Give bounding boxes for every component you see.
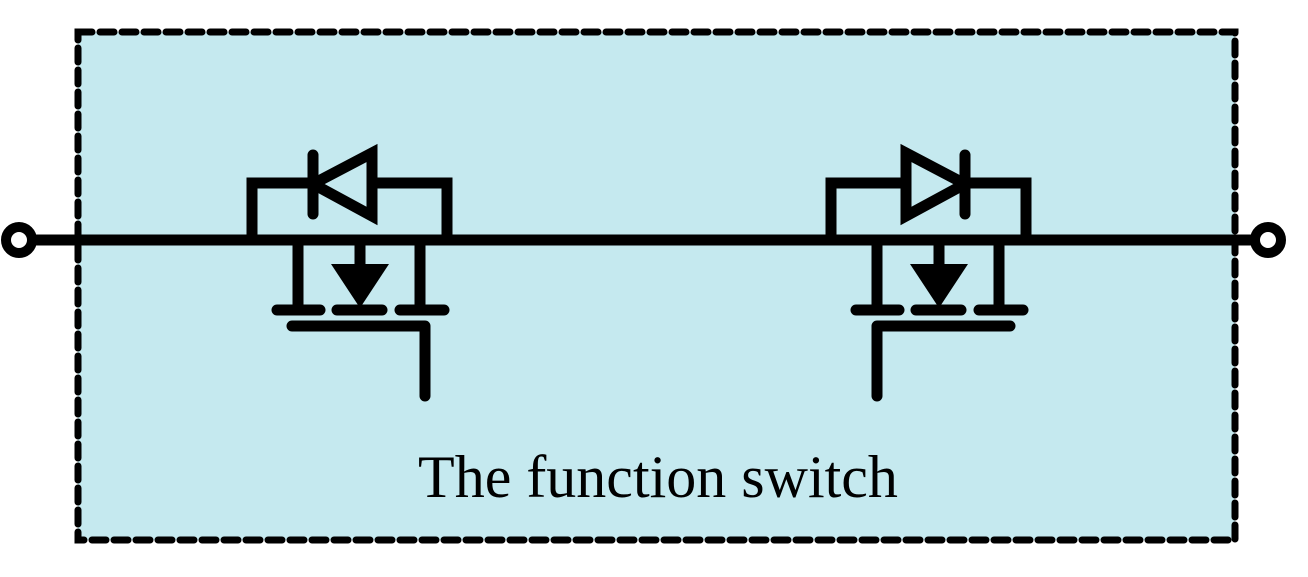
mosfet-left-drain-lead	[252, 234, 304, 310]
mosfet-left-body-arrow-head	[331, 264, 389, 308]
mosfet-left-diode-triangle	[301, 143, 378, 226]
mosfet-left-source-lead	[414, 234, 447, 310]
mosfet-right-drain-lead	[831, 234, 883, 310]
mosfet-right	[825, 143, 1032, 402]
terminal-right-ring[interactable]	[1250, 222, 1286, 258]
mosfet-right-body-arrow-head	[910, 264, 968, 308]
dashed-enclosure-border	[74, 28, 1239, 544]
mosfet-left-gate-lead	[286, 320, 431, 402]
mosfet-right-source-lead	[993, 234, 1026, 310]
mosfet-right-bypass-loop	[825, 177, 1032, 245]
mosfet-right-gate-lead	[871, 320, 1016, 402]
mosfet-left	[246, 143, 453, 402]
mosfet-left-bypass-loop	[246, 177, 453, 245]
dashed-enclosure-fill	[78, 32, 1235, 540]
figure-caption: The function switch	[418, 444, 898, 510]
mosfet-right-diode-triangle	[900, 143, 977, 226]
terminal-left-ring[interactable]	[1, 222, 37, 258]
